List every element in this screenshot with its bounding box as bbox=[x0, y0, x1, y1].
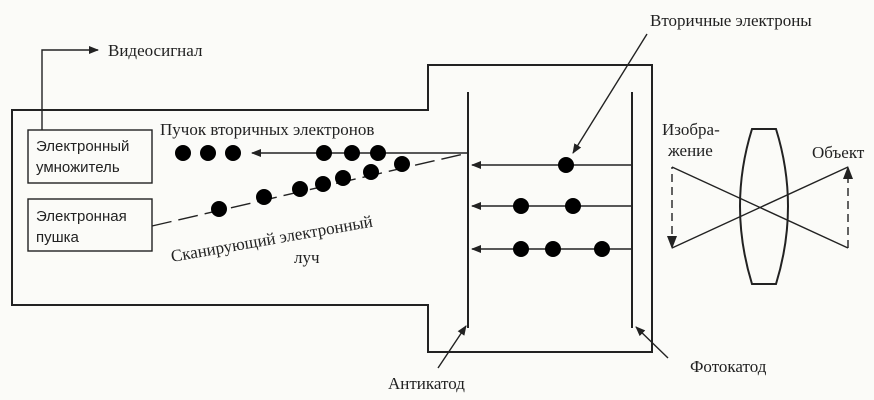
secondary-beam-label: Пучок вторичных электронов bbox=[160, 120, 374, 139]
photocathode-label: Фотокатод bbox=[690, 357, 767, 376]
secondary-electrons-label: Вторичные электроны bbox=[650, 11, 812, 30]
anticathode-pointer bbox=[437, 325, 467, 369]
secondary-electrons-pointer bbox=[572, 33, 648, 154]
electron-gun-label-2: пушка bbox=[36, 229, 80, 246]
image-arrow-head bbox=[667, 236, 677, 249]
scanning-beam-label-1: Сканирующий электронный bbox=[169, 212, 374, 266]
scanning-beam-label-2: луч bbox=[294, 248, 320, 267]
scanning-beam-line bbox=[151, 152, 469, 227]
photoelectrons bbox=[513, 157, 610, 257]
photocathode-pointer bbox=[635, 326, 669, 359]
ray-2 bbox=[671, 166, 849, 249]
object-arrow-head bbox=[843, 166, 853, 179]
electron-multiplier-box bbox=[27, 129, 153, 184]
secondary-electrons-far bbox=[316, 145, 386, 161]
electron-gun-box bbox=[27, 198, 153, 252]
tube-outline bbox=[11, 64, 653, 353]
lens bbox=[739, 128, 789, 285]
anticathode-label: Антикатод bbox=[388, 374, 465, 393]
scanning-beam-electrons bbox=[211, 156, 410, 217]
video-signal-lead bbox=[41, 46, 99, 130]
object-label: Объект bbox=[812, 143, 865, 162]
image-label-2: жение bbox=[667, 141, 713, 160]
secondary-electrons-near bbox=[175, 145, 241, 161]
electron-gun-label-1: Электронная bbox=[36, 208, 127, 225]
image-label-1: Изобра- bbox=[662, 120, 720, 139]
video-signal-label: Видеосигнал bbox=[108, 41, 203, 60]
electron-multiplier-label-1: Электронный bbox=[36, 138, 129, 155]
electron-multiplier-label-2: умножитель bbox=[36, 159, 120, 176]
